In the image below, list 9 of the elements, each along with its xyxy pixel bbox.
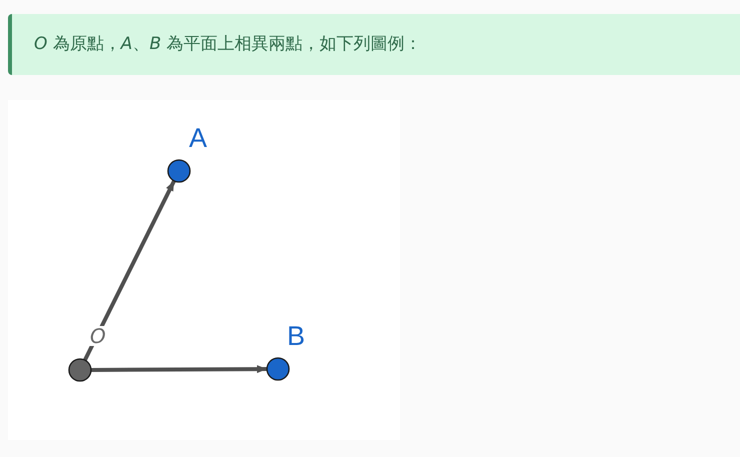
vector-arrow — [90, 365, 268, 374]
point-dot — [68, 358, 92, 382]
point-dot — [167, 159, 191, 183]
point-label: O — [89, 326, 107, 346]
point-label: A — [189, 125, 208, 152]
point-label: B — [287, 323, 306, 350]
point-dot — [266, 357, 290, 381]
vector-arrow — [83, 180, 176, 362]
intro-text: O 為原點，A、B 為平面上相異兩點，如下列圖例： — [34, 33, 422, 55]
